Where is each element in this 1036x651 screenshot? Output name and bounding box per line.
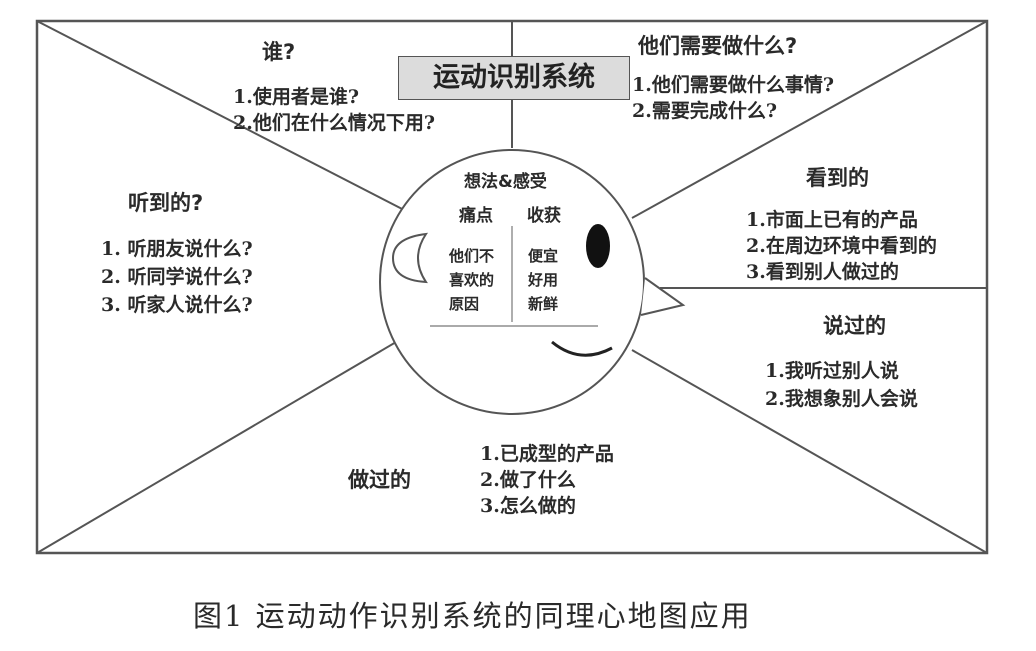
figure-caption: 图1 运动动作识别系统的同理心地图应用 [193, 599, 752, 633]
list-item: 2.我想象别人会说 [765, 388, 918, 410]
need-heading: 他们需要做什么? [638, 34, 798, 58]
heard-heading: 听到的? [128, 191, 204, 215]
ear-shape [391, 232, 429, 284]
mouth-shape [551, 340, 613, 357]
list-item: 2.在周边环境中看到的 [746, 235, 937, 257]
list-item: 1.我听过别人说 [765, 360, 899, 382]
pain-list: 他们不 喜欢的 原因 [449, 244, 494, 316]
diagonal-top-right [631, 20, 988, 219]
diagonal-bottom-right [631, 349, 988, 554]
eye-shape [586, 224, 610, 268]
who-heading: 谁? [262, 40, 296, 64]
said-heading: 说过的 [823, 314, 886, 338]
seen-heading: 看到的 [806, 166, 869, 190]
done-list: 1.已成型的产品 2.做了什么 3.怎么做的 [480, 441, 614, 519]
done-heading: 做过的 [348, 468, 411, 492]
diagonal-bottom-left [36, 334, 409, 554]
pain-label: 痛点 [459, 206, 493, 226]
list-item: 2. 听同学说什么? [101, 266, 253, 288]
list-item: 好用 [528, 271, 559, 289]
list-item: 1.他们需要做什么事情? [632, 74, 834, 96]
list-item: 1.使用者是谁? [233, 86, 359, 108]
list-item: 3.看到别人做过的 [746, 261, 899, 283]
list-item: 2.需要完成什么? [632, 100, 777, 122]
list-item: 1.已成型的产品 [480, 443, 614, 465]
list-item: 2.他们在什么情况下用? [233, 112, 435, 134]
list-item: 3.怎么做的 [480, 495, 576, 517]
list-item: 1.市面上已有的产品 [746, 209, 918, 231]
need-list: 1.他们需要做什么事情? 2.需要完成什么? [632, 72, 834, 124]
beak-shape [640, 277, 686, 316]
gain-list: 便宜 好用 新鲜 [528, 244, 558, 316]
list-item: 3. 听家人说什么? [101, 294, 253, 316]
heard-list: 1. 听朋友说什么? 2. 听同学说什么? 3. 听家人说什么? [101, 235, 253, 319]
list-item: 1. 听朋友说什么? [101, 238, 253, 260]
list-item: 原因 [449, 295, 480, 313]
who-list: 1.使用者是谁? 2.他们在什么情况下用? [233, 84, 435, 136]
diagonal-top-left [36, 20, 409, 213]
gain-label: 收获 [527, 206, 561, 226]
said-list: 1.我听过别人说 2.我想象别人会说 [765, 357, 918, 413]
list-item: 2.做了什么 [480, 469, 576, 491]
list-item: 便宜 [528, 247, 559, 265]
system-title: 运动识别系统 [398, 56, 630, 100]
list-item: 新鲜 [528, 295, 559, 313]
seen-list: 1.市面上已有的产品 2.在周边环境中看到的 3.看到别人做过的 [746, 207, 937, 285]
list-item: 喜欢的 [449, 271, 495, 289]
center-heading: 想法&感受 [464, 172, 547, 192]
list-item: 他们不 [449, 247, 495, 265]
